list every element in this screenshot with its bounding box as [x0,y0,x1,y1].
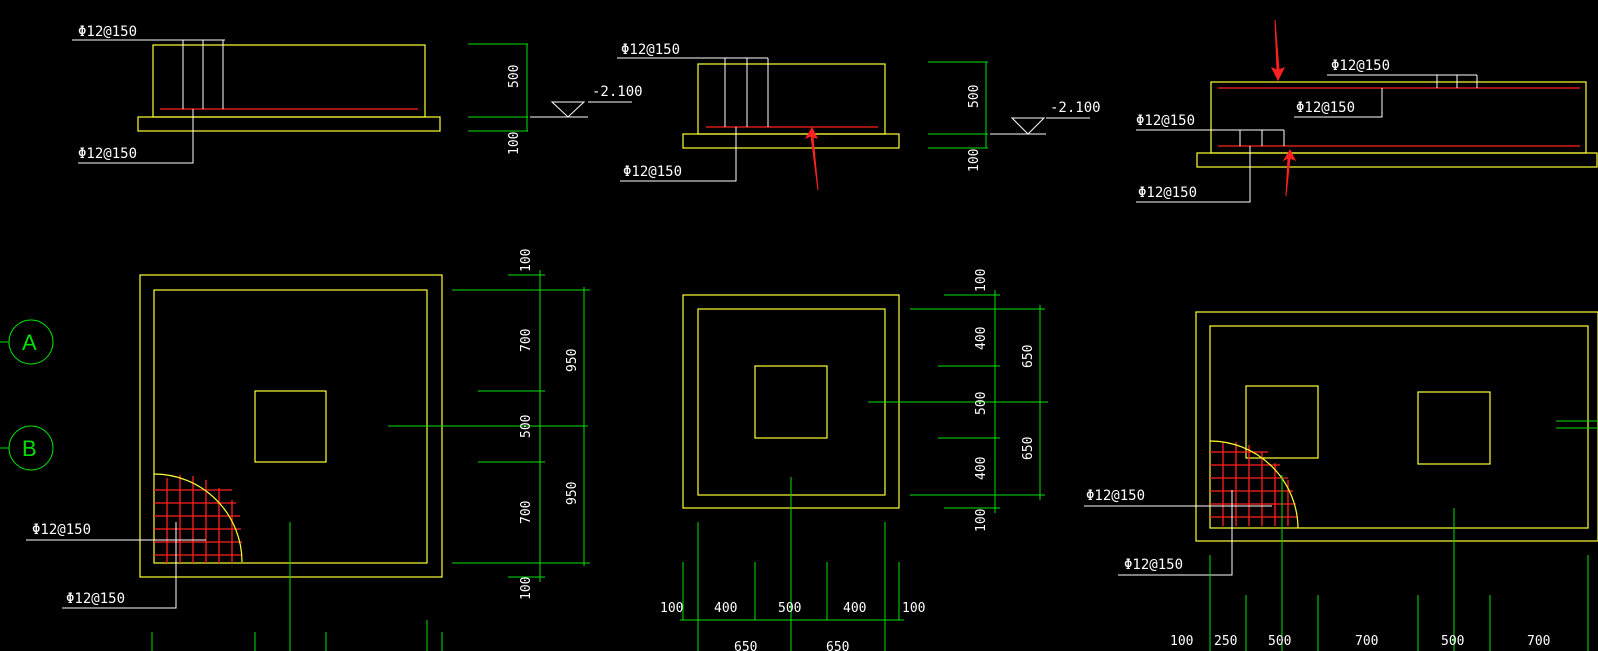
plan-1-dim-100-bottom: 100 [519,577,534,600]
plan-2-dimension: 100 400 500 400 100 650 650 [910,269,1045,532]
section-1-wall [152,44,426,118]
section-1-dimension: 500 100 -2.100 [468,43,643,155]
section-1-label-bottom: Φ12@150 [78,146,137,162]
section-3: Φ12@150 Φ12@150 Φ12@150 Φ12@150 [1136,19,1598,203]
section-2-red-arrow [804,126,819,191]
plan-2-dim-400-right: 400 [843,601,866,616]
plan-1-rebar-grid [153,473,243,563]
plan-1-label-left: Φ12@150 [32,522,91,538]
plan-1-column [254,390,327,463]
plan-2-dim-650-left: 650 [734,640,757,651]
plan-1-dim-700-top: 700 [519,329,534,352]
plan-2-dim-100-bottom: 100 [974,509,989,532]
section-2-label-bottom: Φ12@150 [623,164,682,180]
plan-1-dim-500: 500 [519,415,534,438]
section-3-leader-bottom [1136,146,1251,203]
section-3-bottom-bars [1136,129,1285,146]
dim-500-b: 500 [967,85,982,108]
plan-2-dim-400-left: 400 [714,601,737,616]
dim-100-a: 100 [507,132,522,155]
section-3-wall [1210,81,1587,154]
plan-2-dim-400-bottom: 400 [974,457,989,480]
plan-2-dim-500: 500 [778,601,801,616]
plan-3-label-left: Φ12@150 [1086,488,1145,504]
plan-1-dim-950-bottom: 950 [565,482,580,505]
plan-2-dim-500-v: 500 [974,392,989,415]
section-3-red-arrow-top [1270,19,1286,82]
section-2: Φ12@150 Φ12@150 [617,42,900,191]
section-1-label-top: Φ12@150 [78,24,137,40]
plan-2-dim-100-top: 100 [974,269,989,292]
plan-1-label-bottom: Φ12@150 [66,591,125,607]
plan-1-dim-950-top: 950 [565,349,580,372]
axis-label-a: A [22,330,37,355]
elevation-label-1: -2.100 [592,84,643,100]
section-2-base [682,133,900,149]
axis-label-b: B [22,436,37,461]
plan-2: 100 400 500 400 100 650 650 [660,294,1048,651]
plan-3-dim-700-right: 700 [1527,634,1550,649]
plan-3-dim-250: 250 [1214,634,1237,649]
dim-500-a: 500 [507,65,522,88]
plan-3-outer [1195,311,1598,542]
plan-2-dim-100-left: 100 [660,601,683,616]
plan-2-dim-400-top: 400 [974,327,989,350]
plan-3-column-left [1245,385,1319,459]
section-1-leader-bottom [78,109,194,164]
plan-1: Φ12@150 Φ12@150 [26,274,588,651]
section-2-label-top: Φ12@150 [621,42,680,58]
plan-2-outer [682,294,900,509]
elevation-marker-1 [530,101,632,118]
section-2-dimension: 500 100 -2.100 [928,61,1101,172]
plan-3-dim-500-left: 500 [1268,634,1291,649]
plan-2-dim-650-right: 650 [826,640,849,651]
section-3-label-left: Φ12@150 [1136,113,1195,129]
plan-3-rebar-grid [1209,440,1299,529]
plan-3-leader-bottom [1118,490,1233,576]
elevation-label-2: -2.100 [1050,100,1101,116]
section-1-base [137,116,441,132]
plan-3-inner [1209,325,1589,529]
plan-1-dim-700-bottom: 700 [519,501,534,524]
plan-1-leader-bottom [62,522,177,609]
plan-2-column [754,365,828,439]
section-3-label-bottom: Φ12@150 [1138,185,1197,201]
section-2-bars [724,58,769,127]
section-3-top-bars [1327,74,1478,88]
section-1: Φ12@150 Φ12@150 [72,24,441,164]
plan-3-dim-700-left: 700 [1355,634,1378,649]
plan-2-dim-100-right: 100 [902,601,925,616]
plan-1-dimension: 100 700 500 700 100 950 950 [452,249,590,600]
plan-2-dim-650-top: 650 [1021,345,1036,368]
plan-3-column-right [1417,391,1491,465]
section-3-red-arrow-bottom [1282,148,1297,197]
section-3-label-top: Φ12@150 [1331,58,1390,74]
elevation-marker-2 [990,117,1090,135]
section-3-base [1196,152,1598,168]
section-3-leader-mid [1294,88,1383,118]
section-2-leader-bottom [620,127,737,182]
section-1-bars [182,40,224,109]
axis-markers: A B [0,319,54,471]
plan-3: Φ12@150 Φ12@150 100 250 500 700 500 700 [1084,311,1598,651]
plan-1-dim-100-top: 100 [519,249,534,272]
plan-3-label-bottom: Φ12@150 [1124,557,1183,573]
plan-3-dim-500-right: 500 [1441,634,1464,649]
plan-3-dim-100: 100 [1170,634,1193,649]
dim-100-b: 100 [967,149,982,172]
section-3-label-mid: Φ12@150 [1296,100,1355,116]
plan-2-dim-650-bottom: 650 [1021,437,1036,460]
plan-2-inner [697,308,886,496]
section-2-wall [697,63,886,135]
